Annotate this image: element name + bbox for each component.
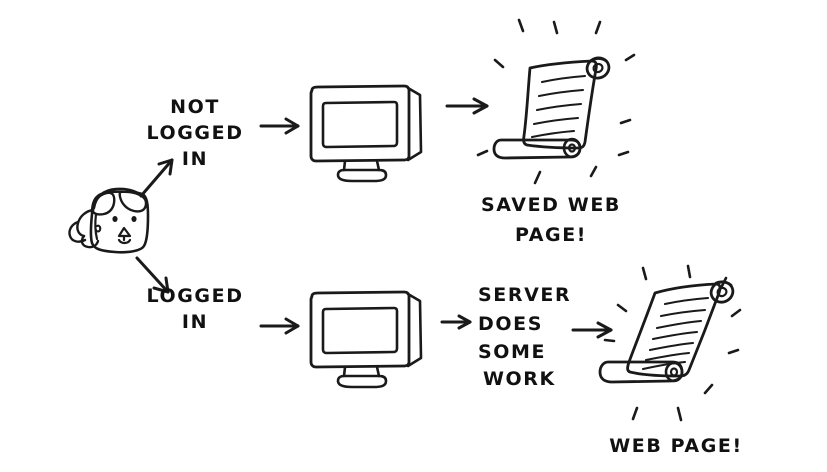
scroll-document-top xyxy=(492,56,611,160)
arrow-top-to-scroll xyxy=(445,97,489,115)
label-server-line4: WORK xyxy=(483,368,556,390)
label-logged-in-line1: LOGGED xyxy=(146,285,243,307)
sparkles-bottom xyxy=(603,264,742,422)
label-not-logged-in-line1: NOT xyxy=(170,96,220,118)
label-server-line2: DOES xyxy=(478,313,543,335)
arrow-server-to-scroll xyxy=(571,321,613,339)
arrow-bottom-to-monitor xyxy=(259,317,300,335)
sparkles-top xyxy=(476,18,636,185)
label-not-logged-in: NOT LOGGED IN xyxy=(146,96,243,170)
label-logged-in-line2: IN xyxy=(182,311,208,333)
label-web-page-line1: WEB PAGE! xyxy=(609,435,743,457)
label-server-line3: SOME xyxy=(478,341,546,363)
crt-monitor-bottom xyxy=(309,290,423,389)
label-server-does-some-work: SERVER DOES SOME WORK xyxy=(478,284,571,390)
crt-monitor-top xyxy=(309,84,423,183)
label-saved-web-page: SAVED WEB PAGE! xyxy=(481,194,621,246)
label-web-page: WEB PAGE! xyxy=(609,435,743,457)
label-not-logged-in-line2: LOGGED xyxy=(146,122,243,144)
arrow-top-to-monitor xyxy=(259,117,300,135)
user-face-sketch xyxy=(68,187,150,254)
scroll-document-bottom xyxy=(598,280,735,384)
label-saved-web-page-line1: SAVED WEB xyxy=(481,194,621,216)
label-server-line1: SERVER xyxy=(478,284,571,306)
diagonal-up-right-arrow xyxy=(139,158,174,198)
label-saved-web-page-line2: PAGE! xyxy=(515,224,587,246)
label-logged-in: LOGGED IN xyxy=(146,285,243,333)
diagonal-down-right-arrow xyxy=(135,256,170,294)
arrow-bottom-to-server xyxy=(440,314,472,330)
label-not-logged-in-line3: IN xyxy=(182,148,208,170)
